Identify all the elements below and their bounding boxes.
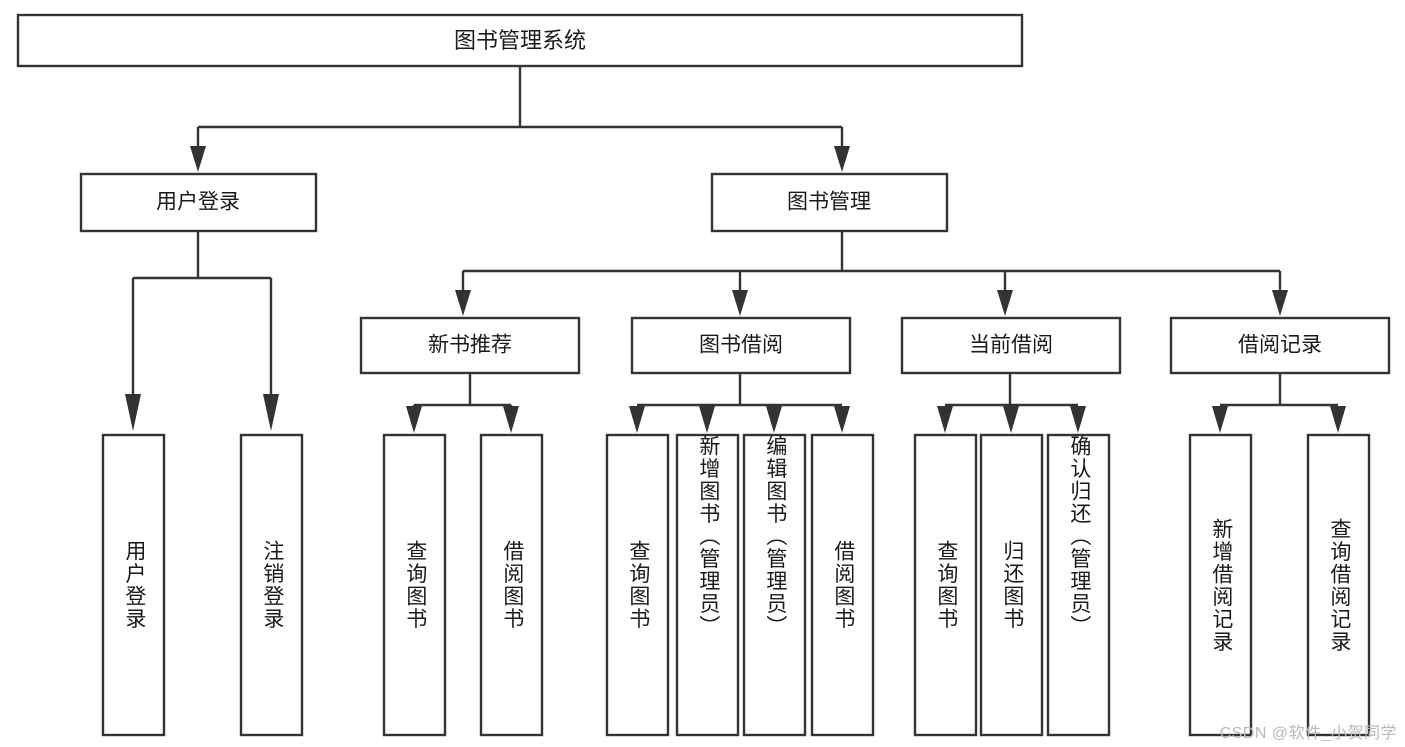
- arrow-head-leaf-logout: [263, 394, 279, 431]
- arrow-head-book-management: [834, 146, 850, 172]
- node-user-login[interactable]: [79, 172, 318, 233]
- leaf-borrow-book-1[interactable]: [479, 433, 544, 737]
- node-user-login-label: 用户登录: [156, 191, 240, 214]
- leaf-confirm-return-admin[interactable]: [1046, 433, 1111, 737]
- arrow-head-borrow-record: [1272, 290, 1288, 316]
- node-root-system[interactable]: [16, 13, 1024, 68]
- arrow-head-current-borrow: [997, 290, 1013, 316]
- arrow-head-user-login: [190, 146, 206, 172]
- node-new-book-recommend[interactable]: [359, 316, 581, 375]
- node-root-system-label: 图书管理系统: [454, 28, 586, 53]
- leaf-add-borrow-record[interactable]: [1188, 433, 1253, 737]
- node-new-book-recommend-label: 新书推荐: [428, 334, 512, 357]
- arrow-head-book-borrow: [732, 290, 748, 316]
- leaf-add-book-admin[interactable]: [675, 433, 740, 737]
- arrow-head-new-book-recommend: [455, 290, 471, 316]
- node-borrow-record-label: 借阅记录: [1238, 334, 1322, 357]
- leaf-logout[interactable]: [239, 433, 304, 737]
- arrow-head-leaf-return-book: [1003, 406, 1019, 433]
- leaf-edit-book-admin[interactable]: [742, 433, 807, 737]
- arrow-head-leaf-add-book-admin: [699, 406, 715, 433]
- arrow-head-leaf-borrow-book-2: [834, 406, 850, 433]
- node-current-borrow[interactable]: [900, 316, 1122, 375]
- node-borrow-record[interactable]: [1169, 316, 1391, 375]
- node-book-management-label: 图书管理: [787, 191, 871, 214]
- arrow-head-leaf-edit-book-admin: [766, 406, 782, 433]
- arrow-head-leaf-query-book-2: [629, 406, 645, 433]
- arrow-head-leaf-query-book-1: [406, 406, 422, 433]
- leaf-return-book[interactable]: [979, 433, 1044, 737]
- node-current-borrow-label: 当前借阅: [969, 334, 1053, 357]
- arrow-head-leaf-query-book-3: [937, 406, 953, 433]
- node-layer: 图书管理系统 用户登录 图书管理 新书推荐 图书借阅 当前借阅 借阅记录: [16, 13, 1391, 737]
- leaf-user-login[interactable]: [101, 433, 166, 737]
- connector-layer: [125, 66, 1346, 433]
- watermark-text: CSDN @软件_小贺同学: [1219, 725, 1397, 742]
- leaf-borrow-book-2[interactable]: [810, 433, 875, 737]
- leaf-query-book-2[interactable]: [605, 433, 670, 737]
- arrow-head-leaf-user-login: [125, 394, 141, 431]
- leaf-query-book-1[interactable]: [382, 433, 447, 737]
- arrow-head-leaf-borrow-book-1: [503, 406, 519, 433]
- leaf-query-borrow-record[interactable]: [1306, 433, 1371, 737]
- arrow-head-leaf-confirm-return-admin: [1070, 406, 1086, 433]
- node-book-management[interactable]: [710, 172, 949, 233]
- node-book-borrow-label: 图书借阅: [699, 334, 783, 357]
- node-book-borrow[interactable]: [630, 316, 852, 375]
- leaf-query-book-3[interactable]: [913, 433, 978, 737]
- arrow-head-leaf-query-borrow-record: [1330, 406, 1346, 433]
- arrow-head-leaf-add-borrow-record: [1212, 406, 1228, 433]
